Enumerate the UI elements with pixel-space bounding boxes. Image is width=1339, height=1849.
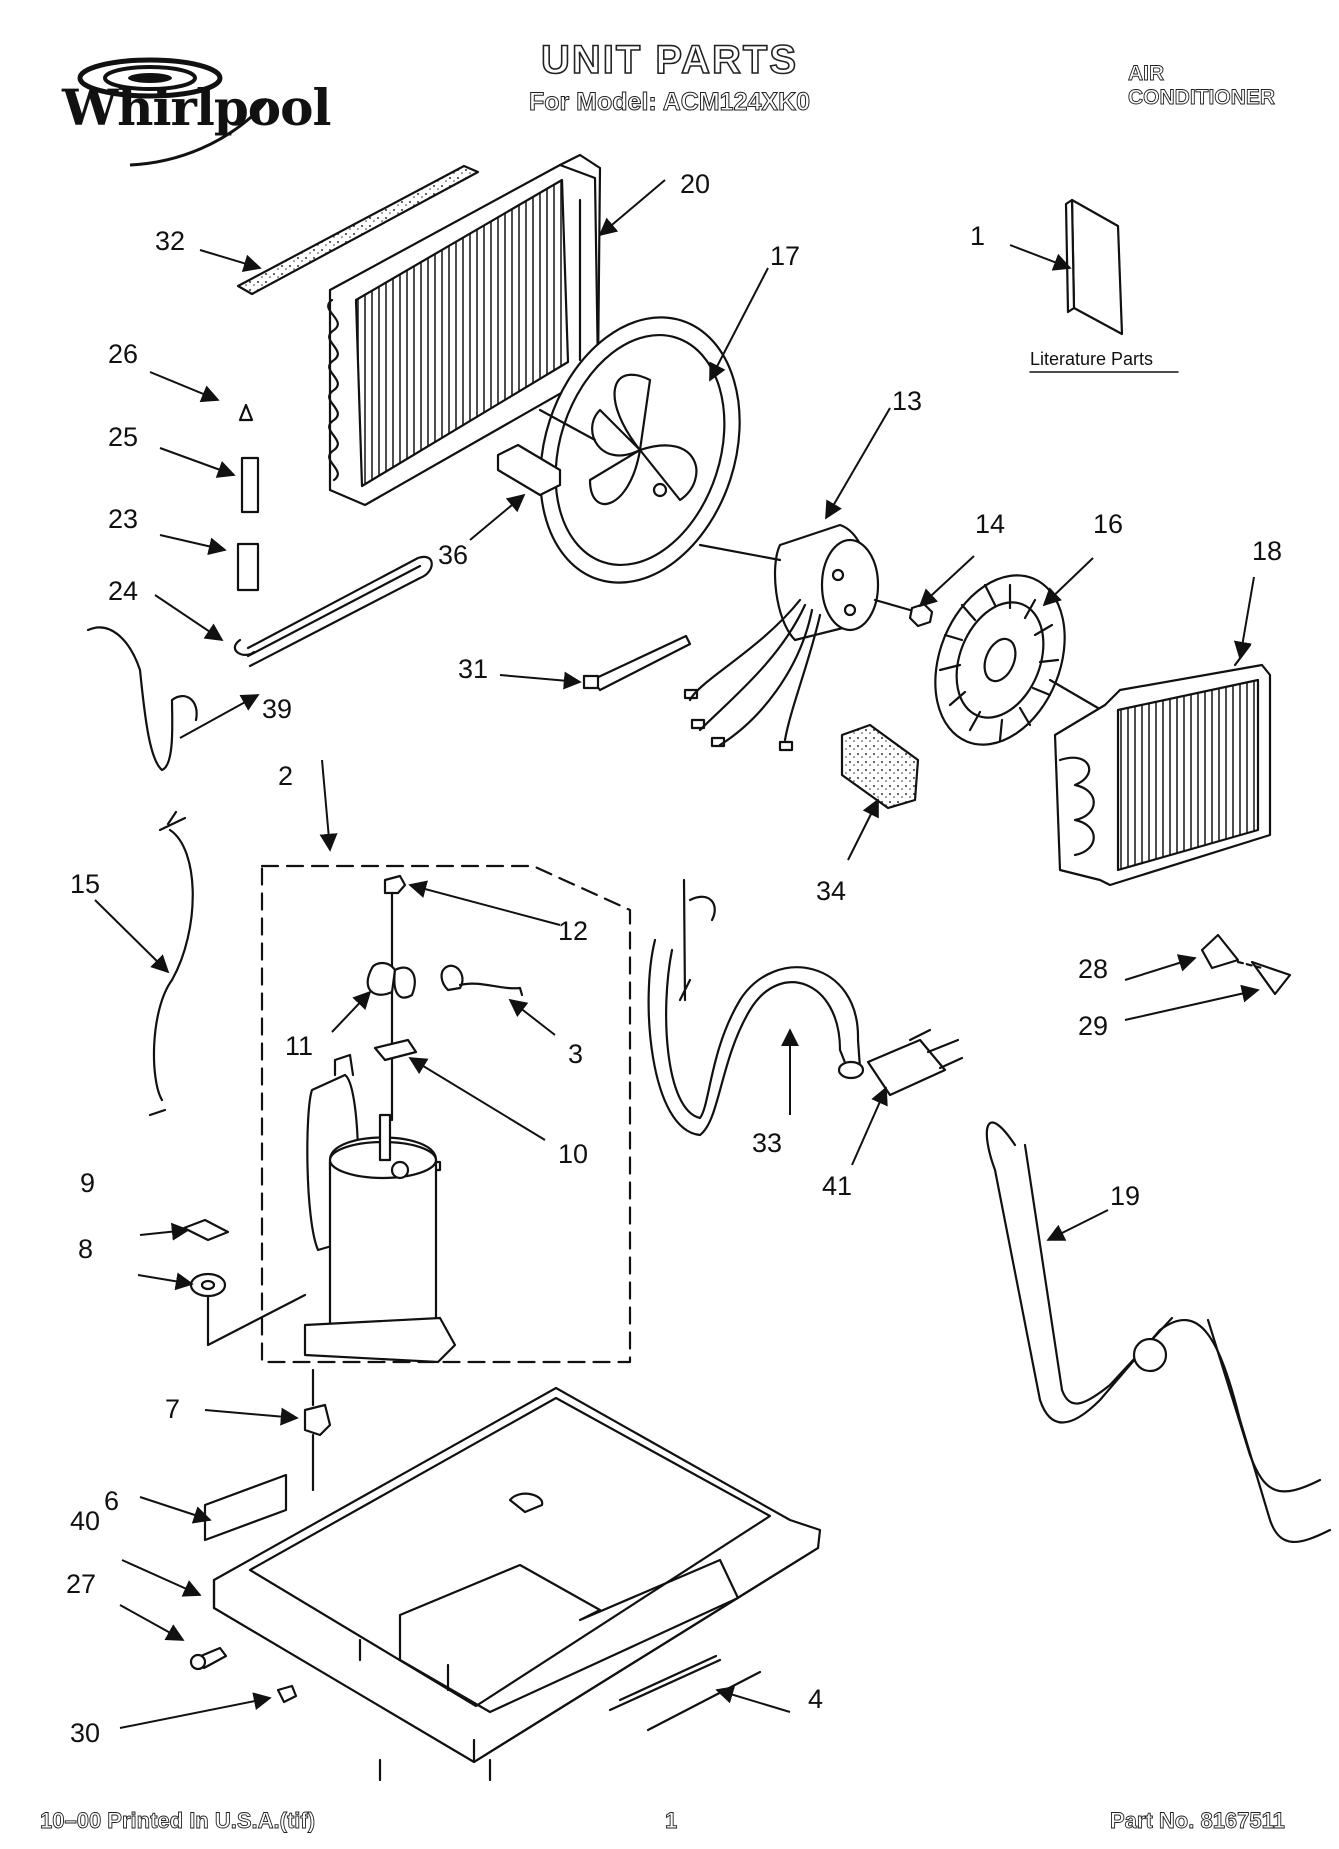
callout-28: 28 [1078,954,1108,984]
drain-tube-parts [233,403,260,656]
callout-3: 3 [568,1039,583,1069]
brand-logo-text: Whirlpool [62,78,331,137]
callout-6: 6 [104,1486,119,1516]
nut-14 [908,602,934,628]
evaporator-coil-18 [1053,643,1272,887]
overload-3 [440,964,464,992]
callout-17: 17 [770,241,800,271]
clip-30 [276,1684,298,1704]
tube-fitting-41 [866,1028,964,1097]
category-line-2: CONDITIONER [1128,86,1276,110]
callout-8: 8 [78,1234,93,1264]
callout-10: 10 [558,1139,588,1169]
callout-4: 4 [808,1684,823,1714]
page-number: 1 [665,1808,678,1834]
blower-wheel-16 [934,574,1112,746]
callout-2: 2 [278,761,293,791]
bracket-39 [86,626,198,772]
bracket-28 [1200,933,1240,970]
callout-14: 14 [975,509,1005,539]
page-title: UNIT PARTS [540,37,799,83]
callout-1: 1 [970,221,985,251]
callout-41: 41 [822,1171,852,1201]
callout-34: 34 [816,876,846,906]
callout-40: 40 [70,1506,100,1536]
callout-39: 39 [262,694,292,724]
part-number: Part No. 8167511 [1110,1808,1286,1834]
callout-23: 23 [108,504,138,534]
literature-parts-label: Literature Parts [1030,349,1154,369]
callout-33: 33 [752,1128,782,1158]
callout-9: 9 [80,1168,95,1198]
cable-tie-31 [590,634,692,692]
callout-15: 15 [70,869,100,899]
model-subtitle: For Model: ACM124XK0 [528,88,811,117]
callout-25: 25 [108,422,138,452]
whirlpool-logo-swirl [77,57,268,167]
pad-6 [203,1473,288,1542]
callout-26: 26 [108,339,138,369]
print-info: 10–00 Printed In U.S.A.(tif) [40,1808,316,1834]
callout-24: 24 [108,576,138,606]
block-36 [496,443,562,497]
callout-12: 12 [558,916,588,946]
clip-10 [373,1038,418,1062]
base-rail-4 [608,1654,762,1732]
callout-27: 27 [66,1569,96,1599]
compressor-assembly-box [260,864,632,1364]
base-pan-40 [212,1386,822,1782]
callout-30: 30 [70,1718,100,1748]
condenser-coil-20 [327,153,602,507]
clip-9 [182,1218,230,1242]
literature-booklet [1064,198,1124,336]
nut-12 [383,874,407,895]
callout-19: 19 [1110,1181,1140,1211]
callout-18: 18 [1252,536,1282,566]
callout-7: 7 [165,1394,180,1424]
drain-hose-33 [647,878,865,1137]
compressor-body [303,1053,457,1364]
callout-13: 13 [892,386,922,416]
seal-strip-32 [236,164,480,296]
callout-31: 31 [458,654,488,684]
callout-29: 29 [1078,1011,1108,1041]
screw-29 [1250,960,1292,996]
foam-pad-34 [840,723,920,810]
callout-20: 20 [680,169,710,199]
fan-shroud-17 [538,316,741,584]
callout-36: 36 [438,540,468,570]
tube-loop-24 [246,555,433,668]
category-line-1: AIR [1128,62,1165,86]
callout-16: 16 [1093,509,1123,539]
harness-15 [152,828,194,1102]
callout-32: 32 [155,226,185,256]
washer-8 [189,1272,227,1298]
grommet-7 [303,1403,332,1437]
capacitor-11 [366,961,397,996]
callout-11: 11 [285,1031,313,1061]
fan-motor-13 [683,523,912,752]
